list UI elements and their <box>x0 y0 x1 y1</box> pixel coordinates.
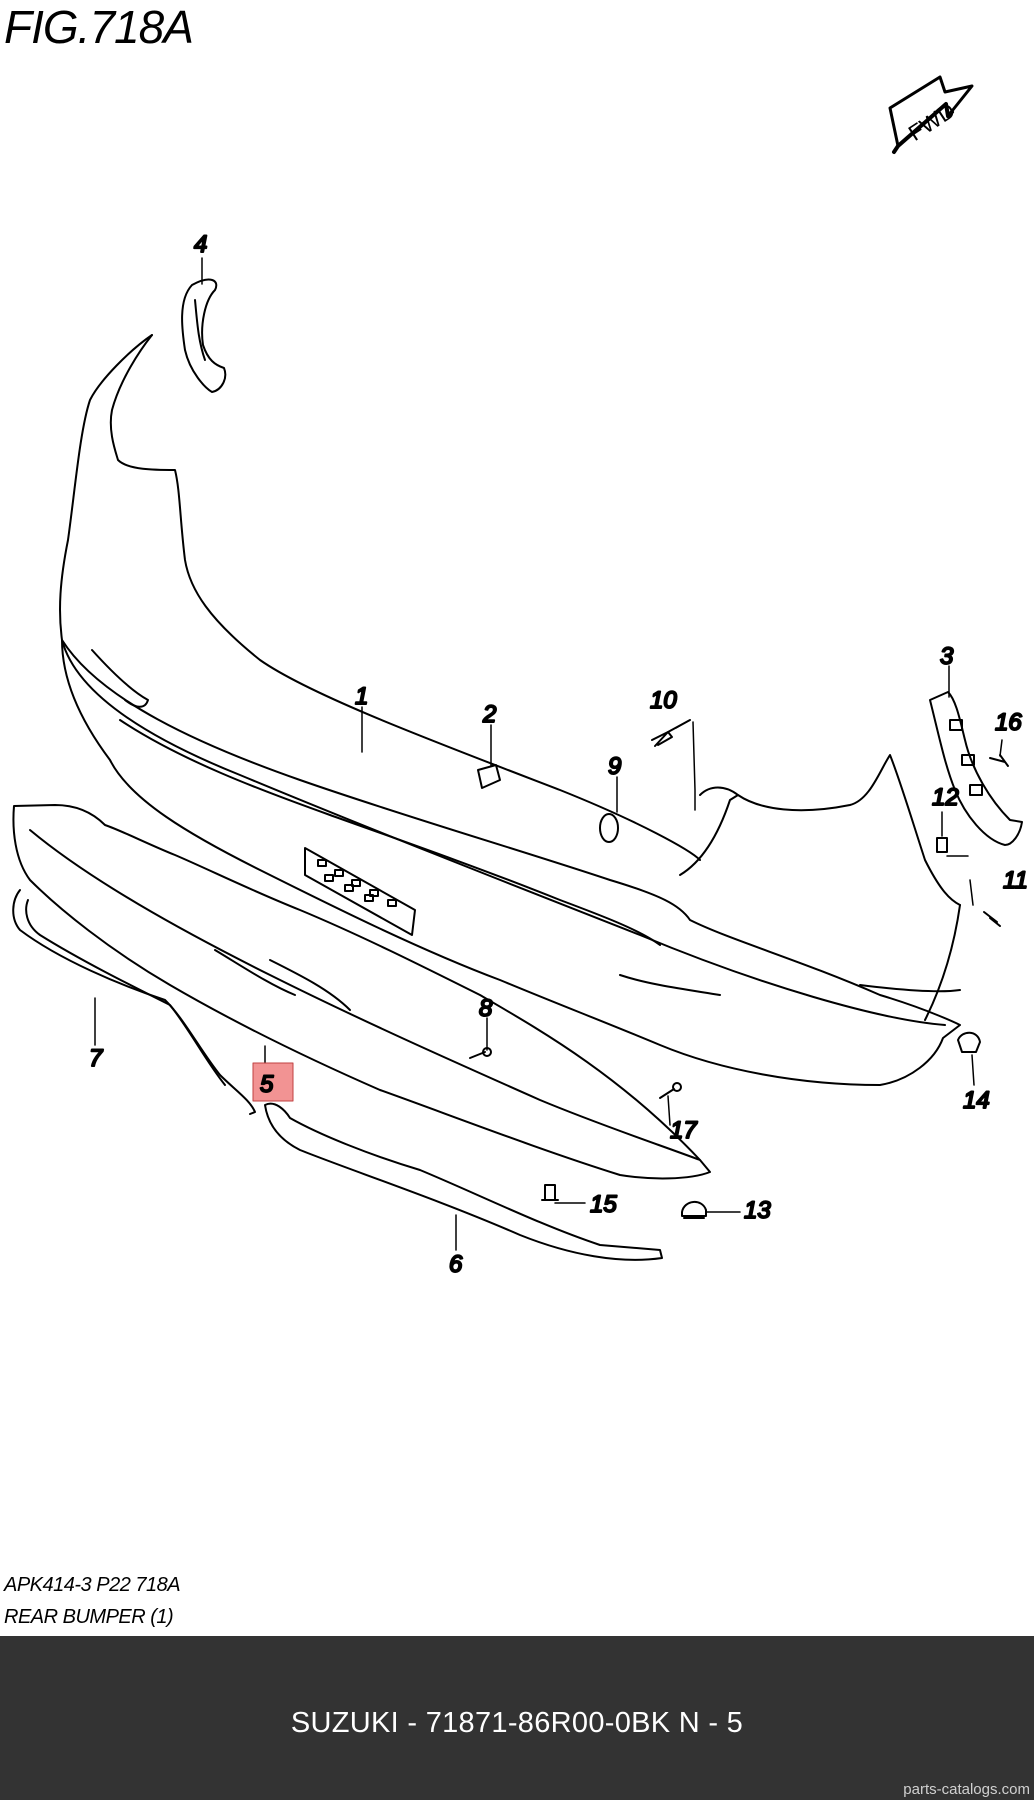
callout-8[interactable]: 8 <box>478 994 494 1023</box>
callout-11[interactable]: 11 <box>1002 866 1029 895</box>
callout-15[interactable]: 15 <box>589 1190 618 1219</box>
part-1-rear-bumper <box>59 334 961 1086</box>
plate-recess <box>304 847 416 936</box>
callout-6[interactable]: 6 <box>448 1250 464 1279</box>
part-11-screw <box>983 911 1001 927</box>
fwd-arrow-icon: FWD <box>888 75 974 154</box>
figure-name: REAR BUMPER (1) <box>4 1606 174 1628</box>
callout-13[interactable]: 13 <box>743 1196 772 1225</box>
callout-9[interactable]: 9 <box>607 752 622 781</box>
part-17-screw <box>659 1082 682 1099</box>
part-5-lower-garnish <box>12 804 711 1180</box>
callout-3[interactable]: 3 <box>939 642 955 671</box>
callout-12[interactable]: 12 <box>931 783 960 812</box>
callout-16[interactable]: 16 <box>994 708 1023 737</box>
diagram-area: FIG.718A FWD <box>4 1 1029 1628</box>
part-7-left-strip <box>12 889 256 1115</box>
callout-7[interactable]: 7 <box>88 1044 105 1073</box>
part-caption: SUZUKI - 71871-86R00-0BK N - 5 <box>290 1707 744 1739</box>
callout-10[interactable]: 10 <box>649 686 678 715</box>
highlight-box <box>252 1062 294 1102</box>
part-9-grommet <box>599 813 619 843</box>
part-12-clip <box>936 837 948 853</box>
part-3-bracket <box>929 691 1023 846</box>
callout-4[interactable]: 4 <box>193 230 208 259</box>
callout-14[interactable]: 14 <box>962 1086 991 1115</box>
exploded-parts-drawing: FWD <box>12 75 1029 1279</box>
part-13-nut <box>681 1201 707 1219</box>
caption-bar: SUZUKI - 71871-86R00-0BK N - 5 parts-cat… <box>0 1636 1034 1800</box>
callout-5[interactable]: 5 <box>259 1070 275 1099</box>
leader-lines <box>94 257 1003 1251</box>
part-8-screw <box>469 1047 492 1059</box>
figure-code: APK414-3 P22 718A <box>4 1574 181 1596</box>
part-15-screw <box>541 1184 559 1201</box>
part-4-bracket <box>181 278 227 393</box>
callout-1[interactable]: 1 <box>354 682 369 711</box>
part-2-clip <box>477 764 501 789</box>
part-14-clip <box>957 1031 981 1053</box>
site-watermark: parts-catalogs.com <box>903 1781 1030 1798</box>
part-6-right-strip <box>264 1102 663 1261</box>
callout-17[interactable]: 17 <box>669 1116 699 1145</box>
part-16-screw <box>989 754 1009 767</box>
callout-2[interactable]: 2 <box>481 700 497 729</box>
figure-title: FIG.718A <box>4 1 194 53</box>
